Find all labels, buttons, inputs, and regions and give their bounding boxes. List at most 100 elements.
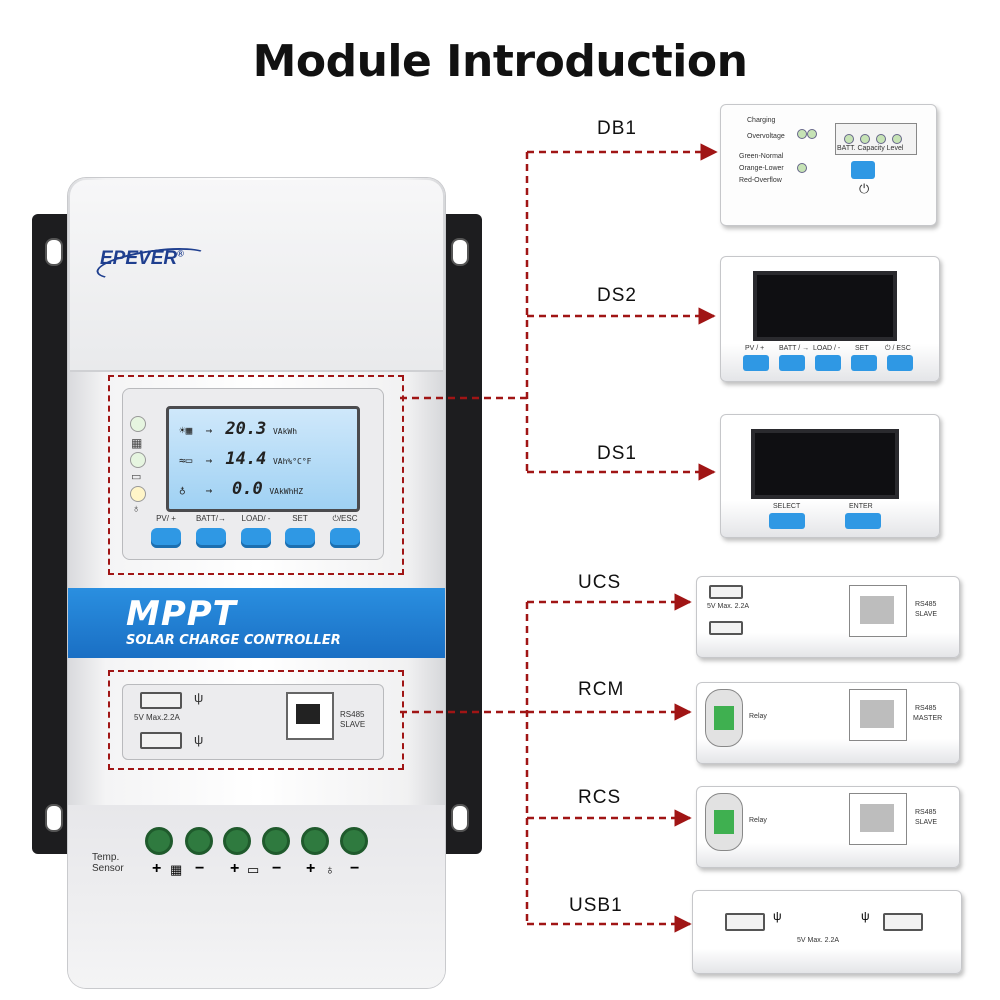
- terminal-load-positive: [301, 827, 329, 855]
- battery-terminal-icon: ▭: [247, 862, 260, 877]
- terminal-batt-positive: [223, 827, 251, 855]
- module-ds2: PV / + BATT / → LOAD / - SET ⏻ / ESC: [720, 256, 940, 382]
- terminal-load-negative: [340, 827, 368, 855]
- lcd-value-3: 0.0: [232, 479, 263, 499]
- db1-overvoltage: Overvoltage: [747, 133, 785, 140]
- db1-orange: Orange-Lower: [739, 165, 784, 172]
- rcm-rs485: RS485: [915, 705, 937, 712]
- set-button-label: SET: [292, 514, 308, 523]
- port-highlight-box: [108, 670, 404, 770]
- ds2-esc-button[interactable]: [887, 355, 913, 371]
- rcm-relay-connector[interactable]: [705, 689, 743, 747]
- module-rcs: Relay RS485 SLAVE: [696, 786, 960, 868]
- ds2-label-load: LOAD / -: [813, 345, 841, 352]
- ucs-usb-2[interactable]: [709, 621, 743, 635]
- lcd-value-2: 14.4: [225, 449, 267, 469]
- module-usb1: ψ ψ 5V Max. 2.2A: [692, 890, 962, 974]
- rcs-relay-label: Relay: [749, 817, 767, 824]
- label-ds1: DS1: [597, 443, 637, 464]
- ds2-label-batt: BATT / →: [779, 345, 810, 352]
- right-mounting-bracket: [438, 214, 482, 854]
- rcs-rs485-port[interactable]: [849, 793, 907, 845]
- pv-button[interactable]: [151, 528, 181, 548]
- module-ds1: SELECT ENTER: [720, 414, 940, 538]
- usb-icon: ψ: [194, 690, 204, 705]
- rs485-port[interactable]: [286, 692, 334, 740]
- terminal-sign-5: +: [306, 860, 316, 877]
- bulb-terminal-icon: ♁: [325, 862, 335, 877]
- label-db1: DB1: [597, 118, 637, 139]
- ucs-rs485: RS485: [915, 601, 937, 608]
- lcd-units-2: VAh%°C°F: [272, 457, 312, 466]
- label-rcs: RCS: [578, 787, 622, 808]
- module-ucs: 5V Max. 2.2A RS485 SLAVE: [696, 576, 960, 658]
- rs485-label: RS485: [340, 710, 365, 719]
- ds2-label-set: SET: [855, 345, 869, 352]
- rs485-sublabel: SLAVE: [340, 720, 366, 729]
- label-rcm: RCM: [578, 679, 625, 700]
- ucs-usb-1[interactable]: [709, 585, 743, 599]
- model-subtitle: SOLAR CHARGE CONTROLLER: [126, 633, 341, 648]
- module-rcm: Relay RS485 MASTER: [696, 682, 960, 764]
- rcs-rs485: RS485: [915, 809, 937, 816]
- solar-terminal-icon: ▦: [170, 862, 183, 877]
- bulb-icon: ♁: [132, 503, 141, 515]
- ucs-rs485-sub: SLAVE: [915, 611, 938, 618]
- model-name: MPPT: [126, 594, 237, 634]
- rcs-relay-connector[interactable]: [705, 793, 743, 851]
- db1-button[interactable]: [851, 161, 875, 179]
- ds2-load-button[interactable]: [815, 355, 841, 371]
- load-button-label: LOAD/ -: [241, 514, 271, 523]
- display-highlight-box: [108, 375, 404, 575]
- page-title: Module Introduction: [252, 36, 748, 87]
- rcs-rs485-sub: SLAVE: [915, 819, 938, 826]
- ds1-select-label: SELECT: [773, 503, 801, 510]
- db1-green: Green-Normal: [739, 153, 784, 160]
- label-ucs: UCS: [578, 572, 622, 593]
- terminal-sign-6: −: [350, 860, 360, 877]
- terminal-pv-positive: [145, 827, 173, 855]
- model-band: [68, 588, 445, 658]
- led-battery: [130, 452, 146, 468]
- terminal-sign-2: −: [195, 860, 205, 877]
- rcm-relay-label: Relay: [749, 713, 767, 720]
- lcd-units-3: VAkWhHZ: [269, 487, 304, 496]
- lcd-value-1: 20.3: [225, 419, 267, 439]
- set-button[interactable]: [285, 528, 315, 548]
- load-button[interactable]: [241, 528, 271, 548]
- ds1-screen: [751, 429, 899, 499]
- load-lcd-icon: ♁: [179, 484, 193, 497]
- terminal-batt-negative: [262, 827, 290, 855]
- usb1-port-left[interactable]: [725, 913, 765, 931]
- terminal-sign-4: −: [272, 860, 282, 877]
- ds1-select-button[interactable]: [769, 513, 805, 529]
- battery-icon: ▭: [131, 471, 142, 483]
- ds2-label-pv: PV / +: [745, 345, 765, 352]
- lcd-screen: ☀▦ → 20.3 VAkWh ≈▭ → 14.4 VAh%°C°F ♁ → 0…: [166, 406, 360, 512]
- ds1-enter-button[interactable]: [845, 513, 881, 529]
- usb-port-1[interactable]: [140, 692, 182, 709]
- battery-lcd-icon: ≈▭: [179, 454, 193, 467]
- usb1-left-icon: ψ: [773, 909, 782, 923]
- terminal-panel: [68, 805, 445, 988]
- rcm-rs485-sub: MASTER: [913, 715, 943, 722]
- db1-charging: Charging: [747, 117, 776, 124]
- terminal-sign-3: +: [230, 860, 240, 877]
- esc-button[interactable]: [330, 528, 360, 548]
- ds2-set-button[interactable]: [851, 355, 877, 371]
- batt-button[interactable]: [196, 528, 226, 548]
- power-icon: ⏻: [859, 181, 870, 196]
- ds2-pv-button[interactable]: [743, 355, 769, 371]
- usb-port-2[interactable]: [140, 732, 182, 749]
- solar-icon: ▦: [131, 436, 143, 450]
- ucs-spec: 5V Max. 2.2A: [707, 603, 750, 610]
- ds2-batt-button[interactable]: [779, 355, 805, 371]
- usb-icon-2: ψ: [194, 732, 204, 747]
- led-load: [130, 486, 146, 502]
- temp-sensor-label: Temp.Sensor: [92, 852, 124, 874]
- ucs-rs485-port[interactable]: [849, 585, 907, 637]
- led-charging: [130, 416, 146, 432]
- rcm-rs485-port[interactable]: [849, 689, 907, 741]
- usb1-port-right[interactable]: [883, 913, 923, 931]
- controller-top-cover: [70, 180, 443, 372]
